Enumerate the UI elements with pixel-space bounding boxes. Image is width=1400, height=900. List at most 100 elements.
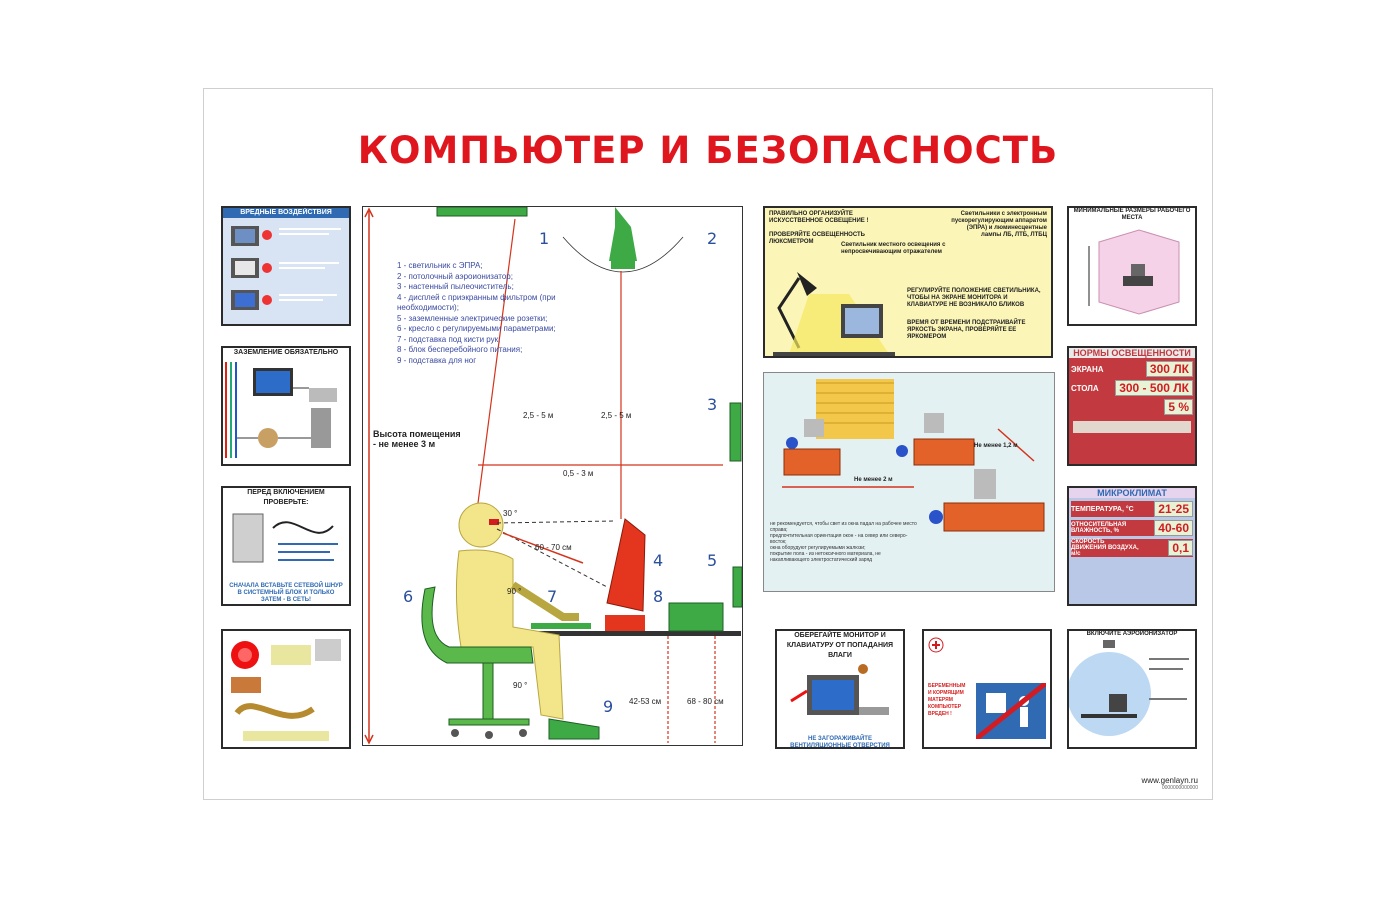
chair-icon <box>786 437 798 449</box>
pregnant-warning-text: БЕРЕМЕННЫМ И КОРМЯЩИМ МАТЕРЯМ КОМПЬЮТЕР … <box>928 683 966 717</box>
viewing-distance-label: 60 - 70 см <box>535 543 572 552</box>
screen-illuminance-label: ЭКРАНА <box>1071 364 1104 374</box>
office-note: не рекомендуется, чтобы свет из окна пад… <box>770 521 917 533</box>
protect-moisture-panel: ОБЕРЕГАЙТЕ МОНИТОР И КЛАВИАТУРУ ОТ ПОПАД… <box>775 629 905 749</box>
distance-to-monitor-label: Не менее 2 м <box>854 477 893 483</box>
microclimate-title: МИКРОКЛИМАТ <box>1069 488 1195 498</box>
pregnant-warning-panel: БЕРЕМЕННЫМ И КОРМЯЩИМ МАТЕРЯМ КОМПЬЮТЕР … <box>922 629 1052 749</box>
wall-air-cleaner <box>729 402 742 462</box>
harmful-effects-title: ВРЕДНЫЕ ВОЗДЕЙСТВИЯ <box>223 208 349 218</box>
lighting-subheader: ПРОВЕРЯЙТЕ ОСВЕЩЕННОСТЬ ЛЮКСМЕТРОМ <box>769 232 865 245</box>
microclimate-panel: МИКРОКЛИМАТ ТЕМПЕРАТУРА, °С 21-25 ОТНОСИ… <box>1067 486 1197 606</box>
air-speed-row: СКОРОСТЬ ДВИЖЕНИЯ ВОЗДУХА, м/с 0,1 <box>1071 539 1193 557</box>
before-switch-on-panel: ПЕРЕД ВКЛЮЧЕНИЕМ ПРОВЕРЬТЕ: СНАЧАЛА ВСТА… <box>221 486 351 606</box>
office-notes: не рекомендуется, чтобы свет из окна пад… <box>770 521 920 563</box>
workplace-volume-illustration <box>1088 229 1180 315</box>
radiator-icon <box>231 677 261 693</box>
table-illuminance-label: СТОЛА <box>1071 383 1099 393</box>
seat-height-label: 42-53 см <box>629 697 662 706</box>
air-ionizer-title: ВКЛЮЧИТЕ АЭРОИОНИЗАТОР <box>1086 631 1178 637</box>
monitor-icon <box>1131 264 1145 276</box>
desk-icon <box>1081 714 1137 718</box>
lighting-header: ПРАВИЛЬНО ОРГАНИЗУЙТЕ ИСКУССТВЕННОЕ ОСВЕ… <box>769 211 869 224</box>
desk-1 <box>783 448 841 476</box>
lighting-norms-title: НОРМЫ ОСВЕЩЕННОСТИ <box>1069 348 1195 358</box>
equipment-legend: 1 - светильник с ЭПРА;2 - потолочный аэр… <box>397 261 577 366</box>
local-lamp-note: Светильник местного освещения с непросве… <box>841 242 946 255</box>
angle-90-knee-label: 90 ° <box>513 681 528 690</box>
desk <box>483 631 741 636</box>
legend-item: 8 - блок бесперебойного питания; <box>397 345 523 354</box>
distance-between-desks-label: Не менее 1,2 м <box>974 443 1018 449</box>
temperature-row: ТЕМПЕРАТУРА, °С 21-25 <box>1071 501 1193 517</box>
screen-illuminance-value: 300 ЛК <box>1145 361 1193 377</box>
office-note: предпочтительная ориентация окон - на се… <box>770 533 908 545</box>
ripple-value: 5 % <box>1164 399 1193 415</box>
legend-item: 5 - заземленные электрические розетки; <box>397 313 548 323</box>
monitor-icon <box>804 419 824 437</box>
desk-2 <box>913 438 975 466</box>
office-layout-panel: Не менее 1,2 м Не менее 2 м не рекоменду… <box>763 372 1055 592</box>
keyboard-palm-rest <box>531 623 591 629</box>
temperature-label: ТЕМПЕРАТУРА, °С <box>1071 505 1134 513</box>
air-speed-label: СКОРОСТЬ ДВИЖЕНИЯ ВОЗДУХА, м/с <box>1071 539 1139 557</box>
cup-icon <box>858 664 868 674</box>
ripple-row: 5 % <box>1071 399 1193 415</box>
min-workplace-size-title: МИНИМАЛЬНЫЕ РАЗМЕРЫ РАБОЧЕГО МЕСТА <box>1073 208 1191 221</box>
legend-item: 7 - подставка под кисти рук; <box>397 334 501 344</box>
marker-4: 4 <box>653 551 664 570</box>
monitor-icon <box>1109 694 1127 712</box>
window-blinds <box>816 379 894 439</box>
heat-sources-panel <box>221 629 351 749</box>
footrest <box>548 718 600 740</box>
legend-item: 4 - дисплей с приэкранным фильтром (при … <box>397 292 556 313</box>
marker-9: 9 <box>603 697 614 716</box>
marker-6: 6 <box>403 587 414 606</box>
desk-3 <box>943 502 1045 532</box>
legend-item: 9 - подставка для ног <box>397 355 477 365</box>
air-ionizer-illustration <box>1069 640 1189 736</box>
ionizer-icon <box>562 236 684 273</box>
ups-icon <box>309 388 337 402</box>
harmful-effects-illustration <box>231 226 341 310</box>
lighting-lamps-note: Светильники с электронным пускорегулирую… <box>951 211 1047 238</box>
no-pregnant-icon <box>976 683 1046 739</box>
desk-lamp-icon <box>777 277 801 349</box>
wall-distance-label: 0,5 - 3 м <box>563 469 594 478</box>
table-illuminance-value: 300 - 500 ЛК <box>1115 380 1193 396</box>
person-body <box>455 549 564 720</box>
workstation-diagram: 1 - светильник с ЭПРА;2 - потолочный аэр… <box>362 206 743 746</box>
lighting-norms-panel: НОРМЫ ОСВЕЩЕННОСТИ ЭКРАНА 300 ЛК СТОЛА 3… <box>1067 346 1197 466</box>
desk-icon <box>1123 276 1153 286</box>
table-illuminance-row: СТОЛА 300 - 500 ЛК <box>1071 380 1193 396</box>
socket-icon <box>258 428 278 448</box>
lighting-tip-glare: РЕГУЛИРУЙТЕ ПОЛОЖЕНИЕ СВЕТИЛЬНИКА, ЧТОБЫ… <box>907 288 1041 308</box>
before-switch-on-illustration <box>232 513 338 563</box>
legend-item: 2 - потолочный аэроионизатор; <box>397 271 513 281</box>
system-unit-icon <box>311 408 331 448</box>
legend-item: 3 - настенный пылеочиститель; <box>397 282 514 291</box>
desk-lamp-illustration <box>773 272 895 356</box>
ionizer-distance-label: 2,5 - 5 м <box>601 411 632 420</box>
wall-sockets <box>732 566 742 608</box>
keyboard-icon <box>859 707 889 715</box>
artificial-lighting-panel: ПРАВИЛЬНО ОРГАНИЗУЙТЕ ИСКУССТВЕННОЕ ОСВЕ… <box>763 206 1053 358</box>
before-switch-on-title: ПЕРЕД ВКЛЮЧЕНИЕМ ПРОВЕРЬТЕ: <box>223 488 349 508</box>
humidity-row: ОТНОСИТЕЛЬНАЯ ВЛАЖНОСТЬ, % 40-60 <box>1071 520 1193 536</box>
workstation-drawing <box>364 207 742 745</box>
grounding-panel: ЗАЗЕМЛЕНИЕ ОБЯЗАТЕЛЬНО <box>221 346 351 466</box>
poster: КОМПЬЮТЕР И БЕЗОПАСНОСТЬ ВРЕДНЫЕ ВОЗДЕЙС… <box>203 88 1213 800</box>
marker-8: 8 <box>653 587 664 606</box>
air-ionizer-panel: ВКЛЮЧИТЕ АЭРОИОНИЗАТОР <box>1067 629 1197 749</box>
lamp-distance-label: 2,5 - 5 м <box>523 411 554 420</box>
lighting-tip-brightness: ВРЕМЯ ОТ ВРЕМЕНИ ПОДСТРАИВАЙТЕ ЯРКОСТЬ Э… <box>907 320 1026 340</box>
heat-sources-illustration <box>231 639 341 741</box>
temperature-value: 21-25 <box>1154 501 1193 517</box>
protect-moisture-illustration <box>790 664 889 715</box>
office-note: покрытие пола - из нетоксичного материал… <box>770 551 881 563</box>
room-height-label: Высота помещения - не менее 3 м <box>373 429 461 449</box>
monitor-icon <box>315 639 341 661</box>
office-note: окна оборудуют регулируемыми жалюзи; <box>770 545 866 551</box>
humidity-label: ОТНОСИТЕЛЬНАЯ ВЛАЖНОСТЬ, % <box>1071 522 1127 534</box>
person-head <box>458 502 504 548</box>
